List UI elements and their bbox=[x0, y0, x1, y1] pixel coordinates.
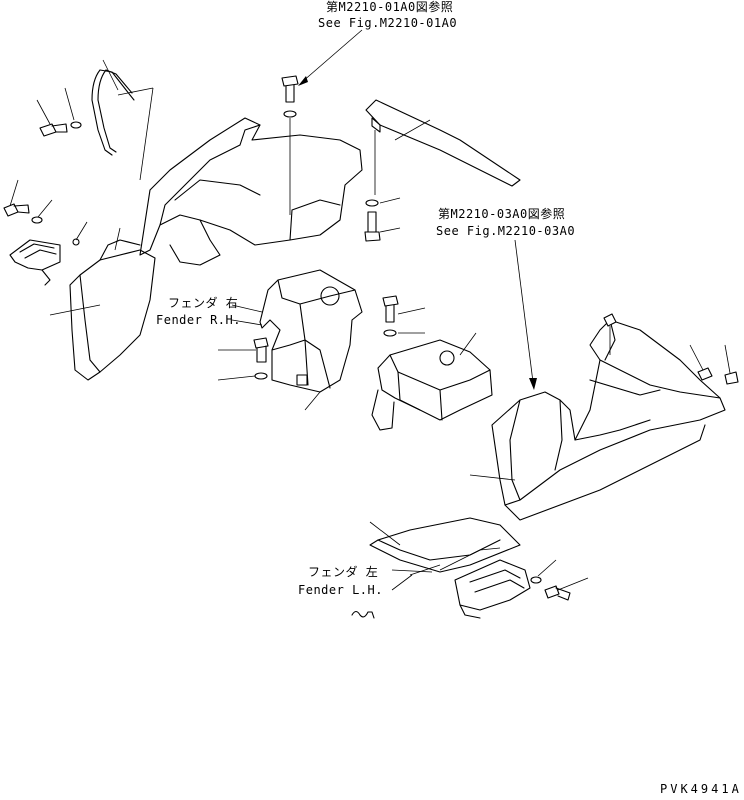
fender-lh-label-jp: フェンダ 左 bbox=[308, 565, 379, 579]
top-reference-en: See Fig.M2210-01A0 bbox=[318, 16, 458, 30]
fender-rh-assembly bbox=[3, 59, 363, 381]
center-bracket bbox=[217, 269, 426, 411]
cover-box bbox=[371, 332, 493, 431]
fender-lh-label-en: Fender L.H. bbox=[298, 583, 383, 597]
fender-lh-assembly bbox=[351, 313, 739, 619]
right-reference-en: See Fig.M2210-03A0 bbox=[436, 224, 576, 238]
reference-leaders bbox=[298, 29, 537, 390]
fender-rh-label-jp: フェンダ 右 bbox=[168, 296, 239, 310]
label-leaders bbox=[231, 304, 433, 591]
top-reference-jp: 第M2210-01A0図参照 bbox=[326, 0, 454, 14]
fender-rh-label-en: Fender R.H. bbox=[156, 313, 241, 327]
top-fasteners bbox=[281, 75, 521, 242]
drawing-code: PVK4941A bbox=[660, 782, 742, 796]
right-reference-jp: 第M2210-03A0図参照 bbox=[438, 207, 566, 221]
